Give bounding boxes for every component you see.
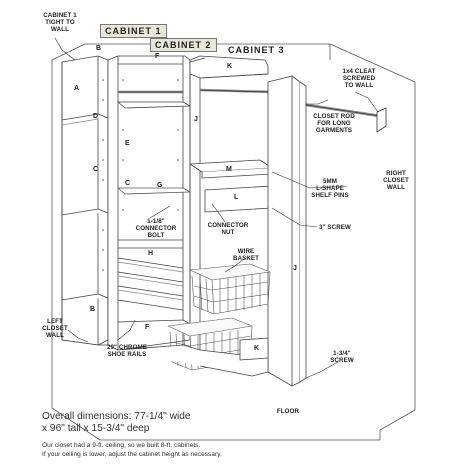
callout-cleat: 1x4 CLEAT SCREWED TO WALL <box>342 68 376 89</box>
part-b-top: B <box>96 45 102 52</box>
part-f-bottom: F <box>145 324 150 331</box>
part-d: D <box>93 113 99 120</box>
cabinet-1-tab: CABINET 1 <box>100 24 167 38</box>
part-j-1: J <box>194 116 198 123</box>
callout-shoe-rails: 29" CHROME SHOE RAILS <box>106 344 148 358</box>
part-k-bottom: K <box>254 345 260 352</box>
closet-rods <box>118 87 381 118</box>
part-j-2: J <box>293 265 297 272</box>
callout-134-screw: 1-3/4" SCREW <box>330 350 354 364</box>
cabinet-bases <box>61 337 269 377</box>
part-c-1: C <box>93 166 99 173</box>
callout-wire-basket: WIRE BASKET <box>232 248 260 262</box>
part-l: L <box>234 194 239 201</box>
callout-closet-rod: CLOSET ROD FOR LONG GARMENTS <box>313 113 355 134</box>
callout-cabinet1-tight: CABINET 1 TIGHT TO WALL <box>43 12 77 33</box>
ceiling-note: Our closet had a 9-ft. ceiling, so we bu… <box>42 442 222 458</box>
cabinet-2-tab: CABINET 2 <box>150 38 217 52</box>
part-b-bottom: B <box>90 306 96 313</box>
part-g: G <box>157 182 163 189</box>
part-e: E <box>125 140 130 147</box>
cabinet-1 <box>61 55 109 346</box>
side-panel-j <box>267 75 307 387</box>
overall-dimensions: Overall dimensions: 77-1/4" wide x 96" t… <box>42 411 191 434</box>
callout-3in-screw: 3" SCREW <box>319 224 351 231</box>
part-h: H <box>148 250 154 257</box>
callout-right-wall: RIGHT CLOSET WALL <box>383 170 409 191</box>
part-f-top: F <box>155 53 160 60</box>
part-c-2: C <box>125 180 131 187</box>
callout-shelf-pins: 5MM L-SHAPE SHELF PINS <box>311 178 349 199</box>
part-a: A <box>74 85 80 92</box>
callout-floor: FLOOR <box>276 408 300 415</box>
cabinet-3-tab: CABINET 3 <box>228 45 285 55</box>
callout-left-wall: LEFT CLOSET WALL <box>42 318 68 339</box>
leader-lines <box>54 37 379 379</box>
callout-connector-nut: CONNECTOR NUT <box>207 222 249 236</box>
cabinet-2 <box>107 55 191 351</box>
callout-connector-bolt: 1-1/8" CONNECTOR BOLT <box>135 218 177 239</box>
part-m: M <box>226 166 232 173</box>
cleat <box>376 107 387 133</box>
cabinet-3 <box>189 55 273 350</box>
part-k-top: K <box>227 63 233 70</box>
